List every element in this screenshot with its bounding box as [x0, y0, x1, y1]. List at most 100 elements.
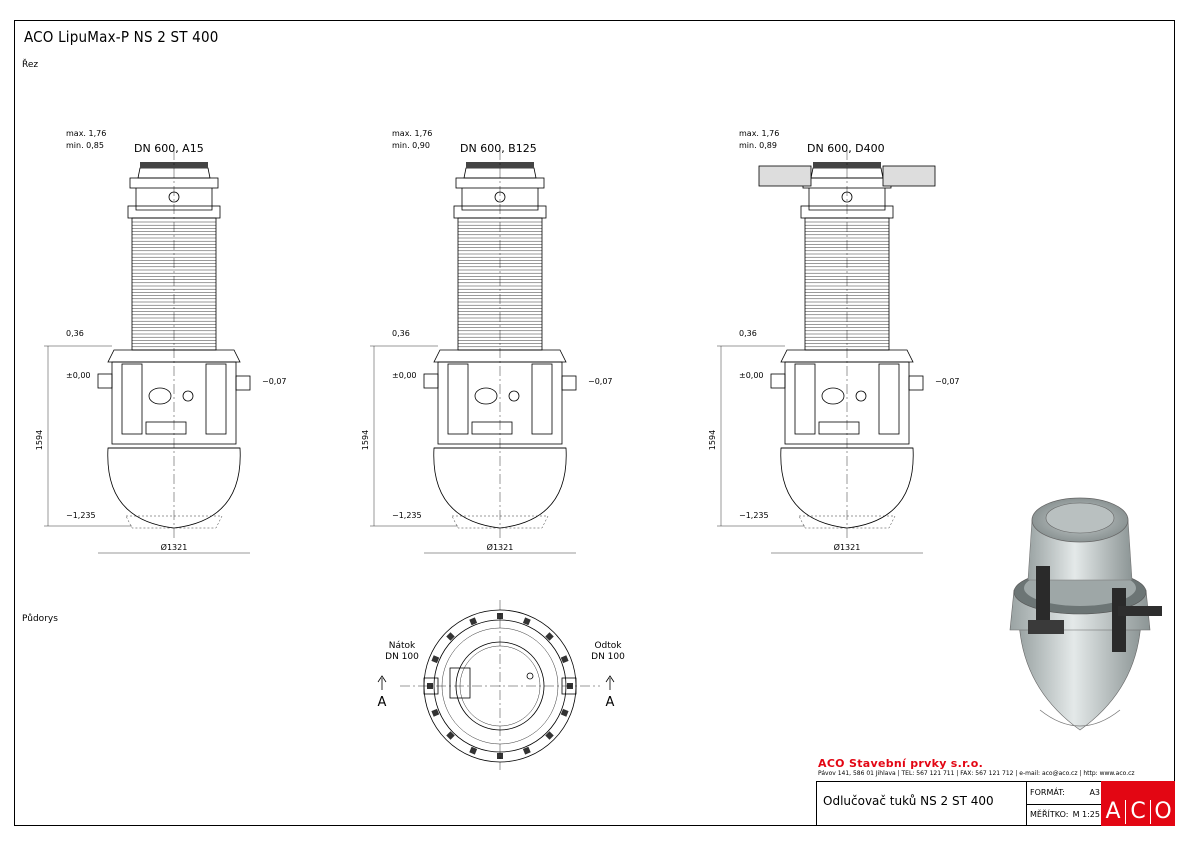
- level-zero-label: ±0,00: [392, 371, 417, 380]
- company-name: ACO Stavební prvky s.r.o.: [818, 757, 984, 770]
- height-dimension-label: 1594: [708, 430, 717, 450]
- inner-opening: [148, 387, 172, 405]
- plan-rib: [469, 746, 478, 755]
- inlet-baffle: [794, 363, 816, 435]
- tank-bottom: [433, 447, 567, 529]
- plan-rib: [545, 632, 554, 641]
- plan-rib: [446, 731, 455, 740]
- plan-rib: [446, 632, 455, 641]
- inlet-baffle: [447, 363, 469, 435]
- plan-rib: [431, 708, 440, 717]
- diameter-label: Ø1321: [487, 542, 514, 552]
- scale-label: MĚŘÍTKO:: [1030, 810, 1069, 819]
- plan-view-label: Půdorys: [22, 614, 58, 624]
- plan-rib: [497, 753, 503, 759]
- title-cells: FORMÁT: A3 MĚŘÍTKO: M 1:25: [1026, 782, 1103, 826]
- section-view: DN 600, B125 max. 1,76 min. 0,90 0,36 ±0,00 −…: [361, 129, 613, 554]
- plan-rib: [545, 731, 554, 740]
- inlet-pipe: [770, 373, 786, 389]
- min-depth-label: min. 0,90: [392, 141, 430, 150]
- level-outlet-label: −0,07: [588, 377, 613, 386]
- level-top-label: 0,36: [392, 329, 410, 338]
- level-zero-label: ±0,00: [739, 371, 764, 380]
- inlet-pipe: [97, 373, 113, 389]
- separator-3d-render: [1009, 497, 1162, 731]
- inner-opening: [474, 387, 498, 405]
- scale-value: M 1:25: [1072, 810, 1100, 819]
- outlet-pipe: [908, 375, 924, 391]
- section-mark-right: A: [606, 695, 615, 710]
- cover-class-label: DN 600, B125: [460, 142, 537, 155]
- section-arrow-right-icon: [605, 675, 615, 690]
- title-block: ACO Stavební prvky s.r.o. Pávov 141, 586…: [816, 757, 1175, 826]
- plan-rib: [522, 617, 531, 626]
- company-contact: Pávov 141, 586 01 Jihlava | TEL: 567 121…: [818, 770, 1135, 777]
- drawing-frame: [14, 20, 1175, 826]
- inner-port: [508, 390, 520, 402]
- outlet-pipe: [561, 375, 577, 391]
- section-arrow-left-icon: [377, 675, 387, 690]
- inner-opening: [821, 387, 845, 405]
- scale-row: MĚŘÍTKO: M 1:25: [1027, 804, 1103, 826]
- tank-bottom: [107, 447, 241, 529]
- inner-port: [182, 390, 194, 402]
- tank-bottom: [780, 447, 914, 529]
- outlet-baffle: [205, 363, 227, 435]
- outlet-dn-label: DN 100: [591, 652, 625, 662]
- drawing-title: ACO LipuMax-P NS 2 ST 400: [24, 28, 219, 46]
- plan-rib: [469, 617, 478, 626]
- plan-port-icon: [526, 672, 534, 680]
- outlet-pipe: [235, 375, 251, 391]
- outlet-baffle: [878, 363, 900, 435]
- cover-class-label: DN 600, A15: [134, 142, 204, 155]
- cover-class-label: DN 600, D400: [807, 142, 885, 155]
- level-zero-label: ±0,00: [66, 371, 91, 380]
- max-depth-label: max. 1,76: [392, 129, 432, 138]
- logo-letter: A: [1105, 799, 1121, 824]
- title-box: Odlučovač tuků NS 2 ST 400 FORMÁT: A3 MĚ…: [816, 781, 1103, 826]
- tank-foot: [451, 515, 549, 529]
- format-row: FORMÁT: A3: [1027, 782, 1103, 805]
- tank-neck: [780, 349, 914, 363]
- min-depth-label: min. 0,89: [739, 141, 777, 150]
- height-dimension-label: 1594: [361, 430, 370, 450]
- tank-foot: [798, 515, 896, 529]
- plan-rib: [431, 655, 440, 664]
- format-value: A3: [1089, 788, 1100, 797]
- diameter-label: Ø1321: [161, 542, 188, 552]
- tank-neck: [433, 349, 567, 363]
- inlet-baffle: [121, 363, 143, 435]
- aco-logo: A C O: [1101, 781, 1175, 826]
- grease-tray: [471, 421, 513, 435]
- inlet-pipe: [423, 373, 439, 389]
- height-dimension-label: 1594: [35, 430, 44, 450]
- drawing-name: Odlučovač tuků NS 2 ST 400: [823, 794, 994, 808]
- concrete-slab-left: [758, 165, 812, 187]
- min-depth-label: min. 0,85: [66, 141, 104, 150]
- tank-foot: [125, 515, 223, 529]
- section-mark-left: A: [378, 695, 387, 710]
- plan-rib: [427, 683, 433, 689]
- section-view-label: Řez: [22, 60, 39, 70]
- concrete-slab-right: [882, 165, 936, 187]
- tank-neck: [107, 349, 241, 363]
- outlet-label: Odtok: [594, 641, 622, 651]
- plan-rib: [497, 613, 503, 619]
- level-top-label: 0,36: [66, 329, 84, 338]
- level-outlet-label: −0,07: [262, 377, 287, 386]
- plan-inlet-baffle: [449, 667, 471, 699]
- level-outlet-label: −0,07: [935, 377, 960, 386]
- level-bottom-label: −1,235: [392, 511, 422, 520]
- inner-port: [855, 390, 867, 402]
- grease-tray: [145, 421, 187, 435]
- inlet-dn-label: DN 100: [385, 652, 419, 662]
- level-top-label: 0,36: [739, 329, 757, 338]
- diameter-label: Ø1321: [834, 542, 861, 552]
- level-bottom-label: −1,235: [739, 511, 769, 520]
- outlet-baffle: [531, 363, 553, 435]
- logo-letter: O: [1150, 800, 1175, 824]
